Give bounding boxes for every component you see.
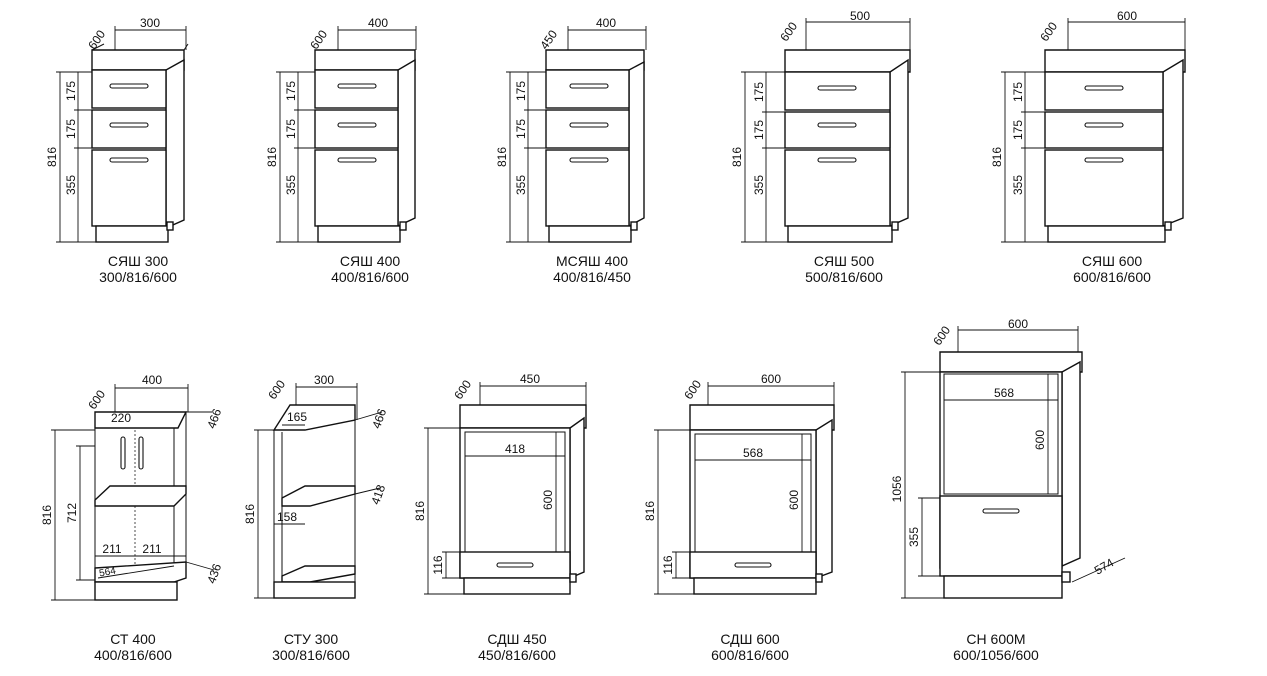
- cabinet-stu-300: 300 600 165 466 816 418 158 СТУ 300 300/…: [243, 373, 389, 663]
- dim-drawer-3: 355: [64, 175, 78, 195]
- dim-drawer-2: 175: [284, 119, 298, 139]
- cabinet-name: МСЯШ 400: [556, 253, 628, 269]
- dim-drawer-3: 355: [752, 175, 766, 195]
- dim-niche-height: 600: [541, 490, 555, 510]
- cabinet-size: 300/816/600: [99, 269, 177, 285]
- dim-shelf-width: 158: [277, 510, 297, 524]
- dim-height: 816: [495, 147, 509, 167]
- dim-drawer: 116: [431, 555, 445, 574]
- dim-drawer-3: 355: [284, 175, 298, 195]
- dim-niche-width: 568: [994, 386, 1014, 400]
- dim-base-depth: 574: [1092, 555, 1117, 577]
- dim-depth: 450: [537, 27, 560, 52]
- cabinet-size: 500/816/600: [805, 269, 883, 285]
- dim-depth: 600: [451, 377, 474, 402]
- dim-top-width: 165: [287, 410, 307, 424]
- dim-base-diagonal: 564: [98, 566, 117, 580]
- dim-inner-height: 712: [65, 503, 79, 523]
- dim-drawer-1: 175: [64, 81, 78, 101]
- dim-drawer: 355: [907, 527, 921, 547]
- dim-width: 600: [761, 372, 781, 386]
- dim-height: 1056: [890, 475, 904, 502]
- cabinet-name: СДШ 600: [720, 631, 780, 647]
- cabinet-st-400: 400 600 220 466 816 712 211 211 564 436 …: [40, 373, 224, 663]
- dim-drawer-3: 355: [514, 175, 528, 195]
- dim-width: 400: [596, 16, 616, 30]
- cabinet-name: СН 600М: [966, 631, 1025, 647]
- dim-depth: 600: [85, 27, 108, 52]
- cabinet-sdsh-450: 450 600 418 600 816 116 СДШ 450 450/816/…: [413, 372, 587, 663]
- dim-shelf-depth: 418: [368, 483, 388, 507]
- cabinet-sdsh-600: 600 600 568 600 816 116 СДШ 600 600/816/…: [643, 372, 835, 663]
- dim-height: 816: [40, 505, 54, 525]
- dim-niche-height: 600: [787, 490, 801, 510]
- cabinet-name: СЯШ 500: [814, 253, 875, 269]
- dim-base-left: 211: [102, 542, 121, 556]
- cabinet-name: СТ 400: [110, 631, 156, 647]
- dim-height: 816: [413, 501, 427, 521]
- dim-niche-width: 568: [743, 446, 763, 460]
- cabinet-size: 600/816/600: [711, 647, 789, 663]
- dim-drawer-3: 355: [1011, 175, 1025, 195]
- dim-width: 300: [314, 373, 334, 387]
- dim-drawer-2: 175: [752, 120, 766, 140]
- dim-drawer-1: 175: [284, 81, 298, 101]
- dim-drawer-2: 175: [1011, 120, 1025, 140]
- dim-width: 600: [1117, 9, 1137, 23]
- dim-base-right: 211: [142, 542, 161, 556]
- dim-niche-height: 600: [1033, 430, 1047, 450]
- dim-base-depth: 436: [204, 562, 224, 586]
- cabinet-size: 600/816/600: [1073, 269, 1151, 285]
- dim-height: 816: [265, 147, 279, 167]
- dim-width: 600: [1008, 317, 1028, 331]
- cabinet-syash-500: 500 600 816 175 175 355 СЯШ 500 500/816/…: [730, 9, 911, 285]
- dim-drawer-2: 175: [514, 119, 528, 139]
- cabinet-name: СТУ 300: [284, 631, 339, 647]
- dim-depth: 600: [85, 387, 108, 412]
- cabinet-sn-600m: 600 600 568 600 1056 355 574 СН 600М 600…: [890, 317, 1126, 663]
- dim-drawer-2: 175: [64, 119, 78, 139]
- dim-depth: 600: [681, 377, 704, 402]
- dim-height: 816: [243, 504, 257, 524]
- cabinet-size: 600/1056/600: [953, 647, 1039, 663]
- dim-depth: 600: [930, 323, 953, 348]
- dim-width: 500: [850, 9, 870, 23]
- dim-depth: 600: [777, 19, 800, 44]
- dim-top-width: 220: [111, 411, 131, 425]
- dim-width: 400: [142, 373, 162, 387]
- cabinet-size: 400/816/450: [553, 269, 631, 285]
- dim-drawer: 116: [661, 555, 675, 574]
- cabinet-name: СЯШ 400: [340, 253, 401, 269]
- dim-width: 400: [368, 16, 388, 30]
- cabinet-size: 400/816/600: [94, 647, 172, 663]
- dim-depth: 600: [1037, 19, 1060, 44]
- dim-drawer-1: 175: [752, 82, 766, 102]
- dim-depth: 600: [265, 377, 288, 402]
- cabinet-syash-300: 300 600 816 175 175 355 СЯШ 300 300/816/…: [45, 16, 189, 285]
- cabinet-name: СЯШ 600: [1082, 253, 1143, 269]
- dim-top-depth: 466: [369, 407, 389, 431]
- dim-height: 816: [643, 501, 657, 521]
- dim-drawer-1: 175: [514, 81, 528, 101]
- dim-width: 450: [520, 372, 540, 386]
- cabinet-syash-400: 400 600 816 175 175 355 СЯШ 400 400/816/…: [265, 16, 417, 285]
- dim-height: 816: [990, 147, 1004, 167]
- dim-height: 816: [45, 147, 59, 167]
- cabinet-name: СЯШ 300: [108, 253, 169, 269]
- cabinet-name: СДШ 450: [487, 631, 547, 647]
- dim-height: 816: [730, 147, 744, 167]
- dim-top-depth: 466: [204, 407, 224, 431]
- cabinet-size: 400/816/600: [331, 269, 409, 285]
- dim-depth: 600: [307, 27, 330, 52]
- dim-drawer-1: 175: [1011, 82, 1025, 102]
- cabinet-msyash-400: 400 450 816 175 175 355 МСЯШ 400 400/816…: [495, 16, 647, 285]
- cabinet-syash-600: 600 600 816 175 175 355 СЯШ 600 600/816/…: [990, 9, 1186, 285]
- cabinet-size: 300/816/600: [272, 647, 350, 663]
- cabinet-size: 450/816/600: [478, 647, 556, 663]
- dim-niche-width: 418: [505, 442, 525, 456]
- dim-width: 300: [140, 16, 160, 30]
